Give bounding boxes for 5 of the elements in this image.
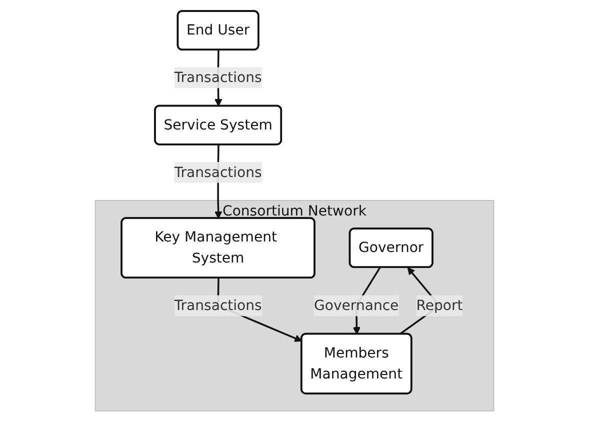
edge-label: Governance [314, 296, 399, 314]
edge-label: Transactions [174, 68, 262, 86]
edge-label: Report [416, 296, 463, 314]
edge-label: Transactions [174, 164, 262, 180]
edge-label: Transactions [174, 296, 262, 314]
